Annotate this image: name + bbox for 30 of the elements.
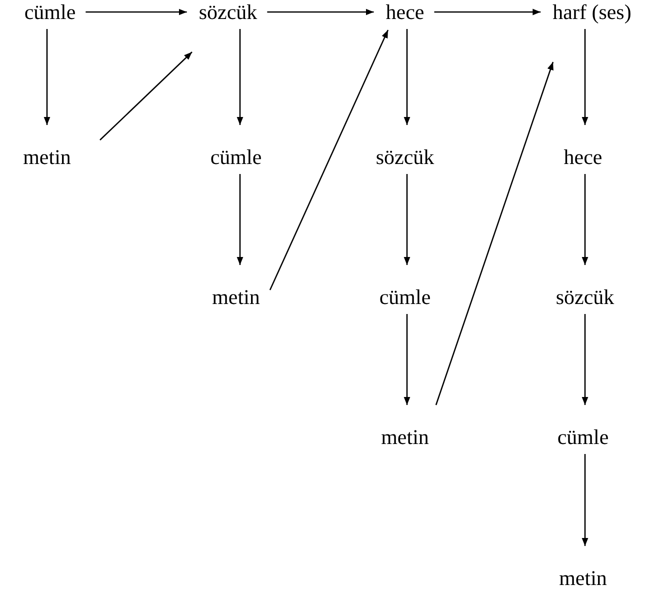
node-label: metin (381, 425, 429, 449)
arrow (236, 29, 244, 125)
node-label: cümle (557, 425, 609, 449)
arrow (86, 8, 187, 16)
arrow (582, 174, 588, 265)
node-label: sözcük (556, 285, 614, 309)
arrow (404, 174, 410, 265)
arrow (267, 8, 374, 16)
arrow (582, 314, 588, 405)
node-label: harf (ses) (552, 0, 632, 24)
node-label: sözcük (376, 145, 434, 169)
arrow (404, 314, 410, 405)
arrow (100, 52, 192, 140)
node-label: sözcük (198, 0, 258, 24)
arrow (44, 29, 50, 125)
node-label: hece (564, 145, 602, 169)
arrow (582, 454, 588, 546)
arrow (434, 8, 541, 16)
node-label: cümle (24, 0, 76, 24)
node-label: metin (212, 285, 260, 309)
node-label: cümle (210, 145, 262, 169)
node-label: metin (23, 145, 71, 169)
arrow (269, 30, 389, 290)
arrow (236, 174, 244, 265)
node-label: hece (386, 0, 424, 24)
arrow (404, 29, 410, 125)
arrow (435, 62, 554, 406)
node-label: metin (559, 566, 607, 590)
node-label: cümle (379, 285, 431, 309)
arrow (582, 29, 588, 125)
